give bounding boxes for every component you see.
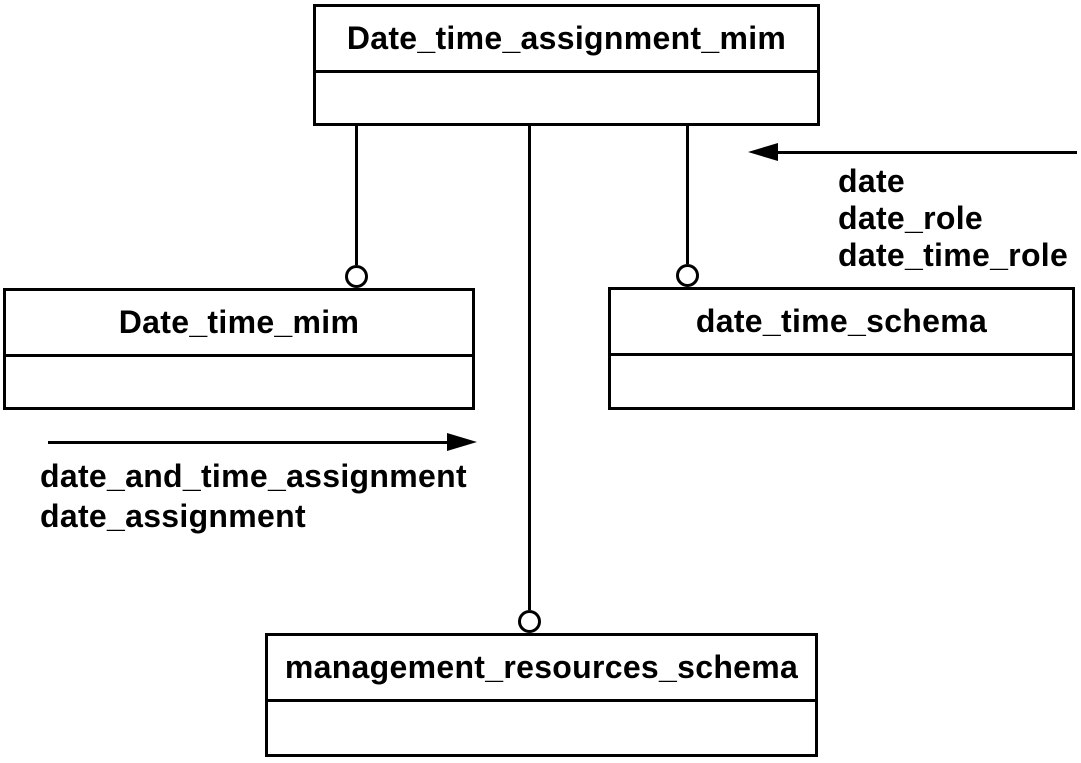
schema-box-management-resources-schema: management_resources_schema	[265, 633, 818, 757]
connector-line-to-date-time-mim	[355, 126, 358, 265]
schema-box-title: date_time_schema	[611, 290, 1072, 356]
schema-box-date-time-mim: Date_time_mim	[3, 288, 475, 410]
reference-label: date_time_role	[838, 237, 1069, 273]
connector-line-to-management-resources-schema	[528, 126, 531, 610]
schema-box-title: management_resources_schema	[268, 636, 815, 702]
schema-box-title: Date_time_assignment_mim	[316, 7, 817, 73]
open-circle-terminator-date-time-mim	[345, 265, 368, 288]
reference-arrow-line-left	[48, 441, 449, 444]
schema-box-body	[316, 73, 817, 123]
connector-line-to-date-time-schema	[686, 126, 689, 264]
reference-label-group-right: date date_role date_time_role	[838, 163, 1068, 274]
reference-label: date_and_time_assignment	[40, 458, 467, 494]
schema-box-date-time-schema: date_time_schema	[608, 287, 1075, 410]
schema-box-date-time-assignment-mim: Date_time_assignment_mim	[313, 4, 820, 126]
left-arrowhead-icon	[748, 143, 778, 161]
schema-box-body	[611, 356, 1072, 407]
reference-label: date_role	[838, 200, 983, 236]
right-arrowhead-icon	[447, 433, 477, 451]
open-circle-terminator-date-time-schema	[676, 264, 699, 287]
schema-box-body	[268, 702, 815, 754]
schema-box-body	[6, 357, 472, 407]
open-circle-terminator-management-resources-schema	[518, 610, 541, 633]
schema-box-title: Date_time_mim	[6, 291, 472, 357]
reference-label: date_assignment	[40, 498, 306, 534]
reference-label: date	[838, 163, 905, 199]
reference-arrow-line-right	[776, 151, 1077, 154]
reference-label-group-left: date_and_time_assignment date_assignment	[40, 456, 467, 536]
